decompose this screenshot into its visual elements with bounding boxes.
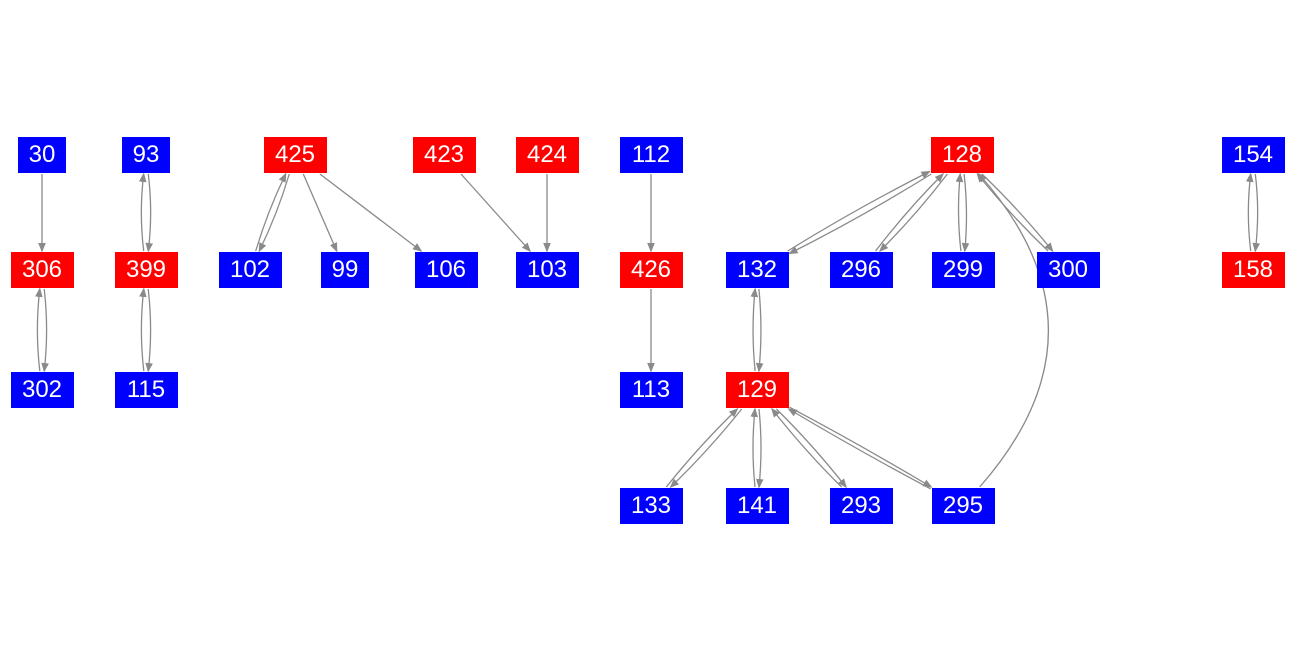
edge-300-128 bbox=[976, 172, 1049, 252]
edge-129-141 bbox=[756, 408, 764, 489]
edge-132-128 bbox=[787, 170, 931, 252]
edge-302-306 bbox=[35, 287, 43, 372]
edge-154-158 bbox=[1252, 173, 1261, 253]
graph-node-113: 113 bbox=[619, 372, 683, 408]
edge-425-102 bbox=[258, 173, 290, 253]
graph-node-306: 306 bbox=[10, 252, 74, 288]
graph-node-399: 399 bbox=[114, 252, 178, 288]
edge-158-154 bbox=[1245, 172, 1254, 252]
graph-node-99: 99 bbox=[321, 252, 369, 288]
graph-node-293: 293 bbox=[829, 488, 893, 524]
edge-group bbox=[35, 170, 1261, 490]
edge-399-93 bbox=[138, 172, 147, 252]
edge-102-425 bbox=[255, 172, 287, 252]
edge-129-133 bbox=[669, 408, 743, 489]
graph-node-426: 426 bbox=[619, 252, 683, 288]
graph-node-299: 299 bbox=[931, 252, 995, 288]
edge-141-129 bbox=[750, 407, 758, 488]
edge-423-103 bbox=[460, 173, 532, 253]
edge-399-115 bbox=[145, 288, 153, 373]
graph-node-424: 424 bbox=[515, 137, 579, 173]
edge-306-302 bbox=[41, 288, 49, 373]
edge-115-399 bbox=[139, 287, 147, 372]
edge-425-106 bbox=[319, 173, 423, 252]
graph-node-425: 425 bbox=[263, 137, 327, 173]
graph-node-93: 93 bbox=[122, 137, 170, 173]
graph-node-300: 300 bbox=[1036, 252, 1100, 288]
graph-node-132: 132 bbox=[725, 252, 789, 288]
graph-node-112: 112 bbox=[619, 137, 683, 173]
edge-295-129 bbox=[787, 408, 931, 490]
edge-128-300 bbox=[981, 173, 1054, 253]
graph-node-302: 302 bbox=[10, 372, 74, 408]
graph-node-128: 128 bbox=[930, 137, 994, 173]
edge-93-399 bbox=[145, 173, 154, 253]
graph-node-129: 129 bbox=[725, 372, 789, 408]
graph-node-133: 133 bbox=[619, 488, 683, 524]
graph-node-423: 423 bbox=[412, 137, 476, 173]
edge-425-99 bbox=[302, 173, 338, 253]
graph-node-106: 106 bbox=[414, 252, 478, 288]
graph-node-296: 296 bbox=[829, 252, 893, 288]
edge-129-295 bbox=[789, 406, 933, 488]
graph-node-158: 158 bbox=[1221, 252, 1285, 288]
graph-node-141: 141 bbox=[725, 488, 789, 524]
edge-133-129 bbox=[665, 407, 739, 488]
graph-node-295: 295 bbox=[931, 488, 995, 524]
graph-node-102: 102 bbox=[218, 252, 282, 288]
edge-293-129 bbox=[771, 407, 843, 488]
graph-node-154: 154 bbox=[1221, 137, 1285, 173]
graph-node-103: 103 bbox=[515, 252, 579, 288]
edge-132-129 bbox=[755, 288, 764, 373]
edge-128-132 bbox=[788, 173, 932, 255]
edge-296-128 bbox=[875, 172, 945, 252]
graph-node-30: 30 bbox=[18, 137, 66, 173]
graph-node-115: 115 bbox=[114, 372, 178, 408]
edge-128-296 bbox=[878, 173, 948, 253]
edge-129-293 bbox=[775, 408, 847, 489]
edge-128-299 bbox=[961, 173, 970, 253]
edge-299-128 bbox=[955, 172, 964, 252]
edge-129-132 bbox=[750, 287, 759, 372]
edge-295-128 bbox=[977, 172, 1050, 488]
